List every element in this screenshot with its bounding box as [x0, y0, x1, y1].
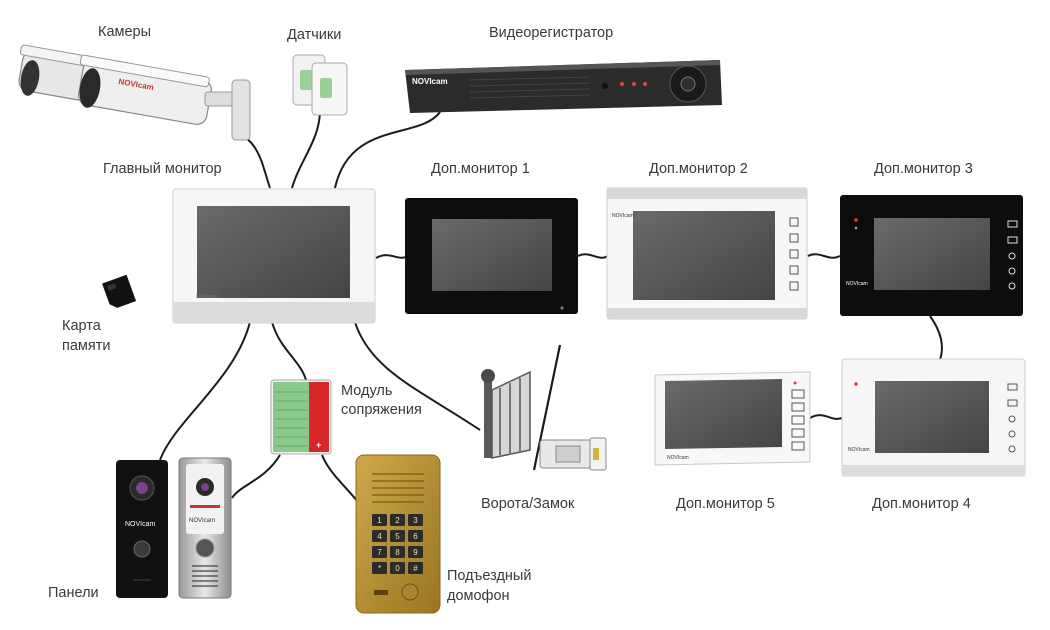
intercom-keypad: 1 2 3 4 5 6 7 8 9 * 0 #: [372, 514, 423, 574]
extra-monitor-3-brand: NOVIcam: [846, 281, 868, 287]
gate-image: [481, 344, 562, 471]
label-gate-lock: Ворота/Замок: [481, 496, 575, 512]
label-interface-module-1: Модуль: [341, 383, 393, 399]
keypad-key-label: 8: [395, 548, 400, 557]
keypad-key-label: 6: [413, 532, 418, 541]
extra-monitor-3-image: NOVIcam: [840, 195, 1023, 316]
camera-front: NOVIcam: [77, 54, 251, 141]
interface-module-image: +: [270, 379, 332, 455]
label-extra-monitor-3: Доп.монитор 3: [874, 161, 973, 177]
dvr-image: NOVIcam: [405, 60, 722, 113]
label-sensors: Датчики: [287, 27, 342, 43]
keypad-key-label: 1: [377, 516, 382, 525]
call-panel-black-image: NOVIcam: [116, 460, 168, 598]
wire-module-to-panel2: [231, 454, 281, 499]
label-main-monitor: Главный монитор: [103, 161, 222, 177]
label-extra-monitor-2: Доп.монитор 2: [649, 161, 748, 177]
label-memory-card-2: памяти: [62, 338, 111, 354]
keypad-key: [372, 514, 387, 526]
label-entrance-intercom-1: Подъездный: [447, 568, 532, 584]
keypad-key: [372, 562, 387, 574]
panel-silver-brand: NOVIcam: [189, 518, 215, 524]
wire-main-to-panel1: [159, 321, 251, 461]
label-extra-monitor-1: Доп.монитор 1: [431, 161, 530, 177]
keypad-key-label: 4: [377, 532, 382, 541]
wire-main-to-module: [271, 321, 307, 381]
keypad-key: [408, 546, 423, 558]
extra-monitor-1-image: [405, 198, 578, 314]
label-entrance-intercom-2: домофон: [447, 588, 510, 604]
extra-monitor-4-brand: NOVIcam: [848, 447, 870, 453]
keypad-key: [372, 530, 387, 542]
keypad-key-label: 5: [395, 532, 400, 541]
memory-card-image: [102, 274, 137, 308]
wire-m4-to-m5: [809, 414, 843, 420]
keypad-key-label: 0: [395, 564, 400, 573]
extra-monitor-5-image: NOVIcam: [654, 371, 811, 466]
wire-main-to-m1: [375, 254, 409, 259]
keypad-key: [390, 530, 405, 542]
call-panel-silver-image: NOVIcam: [178, 457, 232, 599]
label-extra-monitor-5: Доп.монитор 5: [676, 496, 775, 512]
label-panels: Панели: [48, 585, 99, 601]
module-plus-glyph: +: [316, 440, 321, 450]
extra-monitor-2-image: NOVIcam: [606, 187, 808, 320]
sensors-image: [292, 54, 348, 116]
keypad-key-label: #: [413, 564, 418, 573]
keypad-key: [390, 546, 405, 558]
keypad-key-label: *: [378, 564, 381, 573]
wire-module-to-intercom: [321, 454, 361, 506]
keypad-key: [408, 562, 423, 574]
keypad-key-label: 9: [413, 548, 418, 557]
panel-black-brand: NOVIcam: [125, 521, 156, 528]
keypad-key: [390, 562, 405, 574]
main-monitor-image: NOVIcam: [172, 188, 376, 324]
keypad-key: [408, 514, 423, 526]
wire-m1-to-m2: [577, 253, 609, 259]
entrance-intercom-image: 1 2 3 4 5 6 7 8 9 * 0 #: [355, 454, 441, 614]
extra-monitor-2-brand: NOVIcam: [612, 213, 634, 219]
label-cameras: Камеры: [98, 24, 152, 40]
keypad-key: [390, 514, 405, 526]
main-monitor-brand: NOVIcam: [196, 294, 218, 300]
label-interface-module-2: сопряжения: [341, 402, 422, 418]
wire-main-to-gate: [354, 321, 481, 431]
label-extra-monitor-4: Доп.монитор 4: [872, 496, 971, 512]
label-dvr: Видеорегистратор: [489, 25, 614, 41]
wire-sensors: [291, 109, 321, 189]
keypad-key-label: 2: [395, 516, 400, 525]
wires: [159, 109, 943, 506]
lock-image: [539, 437, 607, 471]
keypad-key-label: 7: [377, 548, 382, 557]
wire-m2-to-m3: [807, 253, 841, 259]
extra-monitor-4-image: NOVIcam: [841, 358, 1026, 477]
cameras-image: NOVIcam: [18, 44, 251, 141]
extra-monitor-5-brand: NOVIcam: [667, 455, 689, 461]
keypad-key: [372, 546, 387, 558]
label-memory-card-1: Карта: [62, 318, 101, 334]
dvr-logo: NOVIcam: [412, 77, 448, 86]
keypad-key-label: 3: [413, 516, 418, 525]
keypad-key: [408, 530, 423, 542]
wire-dvr: [334, 111, 441, 189]
wire-m3-to-m4: [929, 315, 943, 361]
